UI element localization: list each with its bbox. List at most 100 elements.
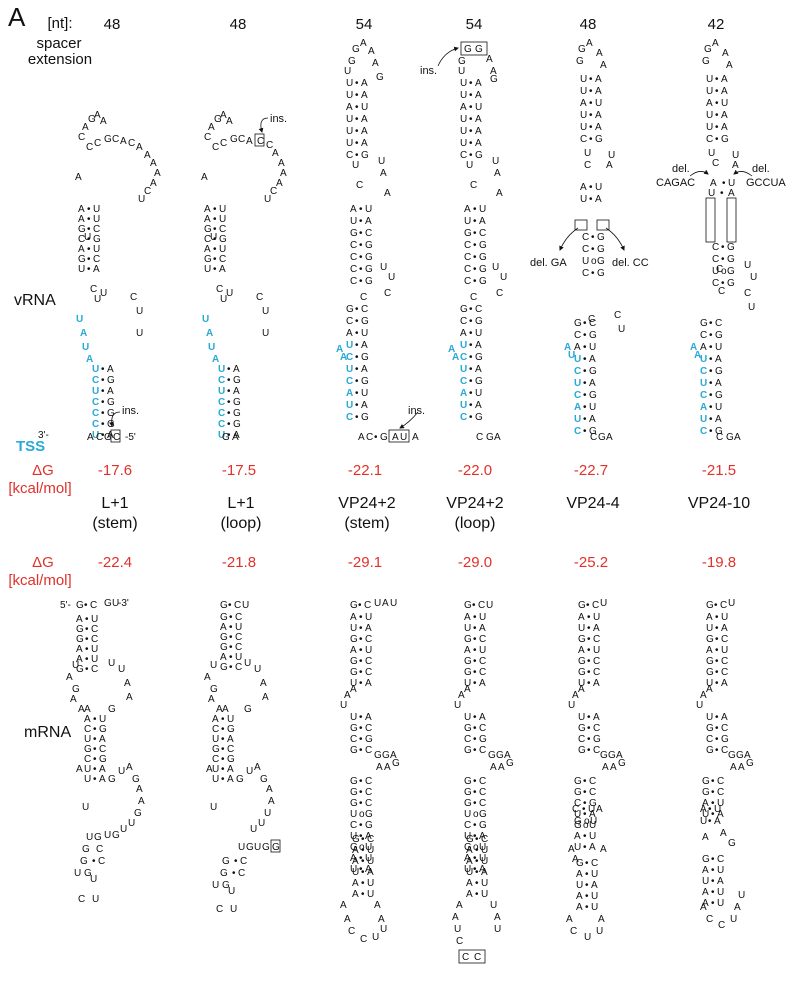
base-pair-left: G xyxy=(464,634,472,645)
base-pair-left: A xyxy=(706,98,713,109)
base-pair-bond: • xyxy=(473,745,477,756)
base-pair-right: U xyxy=(479,204,486,215)
base-pair-bond: • xyxy=(715,723,719,734)
base-pair-left: C xyxy=(574,330,581,341)
svg-text:U: U xyxy=(246,766,253,777)
svg-text:A: A xyxy=(412,432,419,443)
base-pair-right: G xyxy=(589,330,597,341)
base-pair-right: A xyxy=(475,90,482,101)
base-pair-bond: • xyxy=(473,240,477,251)
base-pair-right: C xyxy=(365,667,372,678)
vrna-dg-unit: [kcal/mol] xyxy=(8,480,72,497)
svg-text:A: A xyxy=(720,828,727,839)
base-pair-right: G xyxy=(479,809,487,820)
base-pair-left: G xyxy=(352,834,360,845)
base-pair-right: G xyxy=(479,734,487,745)
base-pair-right: U xyxy=(481,856,488,867)
base-pair-right: C xyxy=(721,656,728,667)
svg-text:ins.: ins. xyxy=(122,405,139,417)
base-pair-bond: • xyxy=(361,834,365,845)
svg-text:G: G xyxy=(608,750,616,761)
base-pair-right: G xyxy=(361,352,369,363)
svg-text:A: A xyxy=(262,692,269,703)
svg-text:A: A xyxy=(75,172,82,183)
base-pair-left: U xyxy=(350,831,357,842)
svg-text:A: A xyxy=(452,352,459,363)
svg-text:G: G xyxy=(728,750,736,761)
base-pair-bond: • xyxy=(583,414,587,425)
base-pair-left: A xyxy=(350,612,357,623)
base-pair-right: U xyxy=(591,891,598,902)
base-pair-right: U xyxy=(361,102,368,113)
base-pair-right: A xyxy=(721,712,728,723)
svg-text:A: A xyxy=(458,690,465,701)
base-pair-bond: • xyxy=(359,264,363,275)
base-pair-left: G xyxy=(350,656,358,667)
base-pair-left: G xyxy=(346,304,354,315)
svg-text:C: C xyxy=(234,600,241,611)
base-pair-left: G xyxy=(350,723,358,734)
svg-text:A: A xyxy=(596,48,603,59)
base-pair-bond: • xyxy=(589,110,593,121)
base-pair-left: G xyxy=(350,798,358,809)
svg-text:A: A xyxy=(490,762,497,773)
base-pair-left: U xyxy=(218,430,225,441)
base-pair-left: G xyxy=(84,744,92,755)
svg-text:C: C xyxy=(716,264,723,275)
base-pair-right: C xyxy=(479,228,486,239)
svg-text:G: G xyxy=(576,56,584,67)
construct-2-sub: (loop) xyxy=(220,515,262,532)
base-pair-left: A xyxy=(346,102,353,113)
base-pair-right: A xyxy=(717,876,724,887)
base-pair-right: U xyxy=(595,98,602,109)
base-pair-right: A xyxy=(107,386,114,397)
svg-text:U: U xyxy=(250,824,257,835)
svg-text:G: G xyxy=(702,56,710,67)
base-pair-left: U xyxy=(350,712,357,723)
svg-text:A: A xyxy=(486,54,493,65)
svg-text:C: C xyxy=(614,310,621,321)
base-pair-left: A xyxy=(578,645,585,656)
base-pair-right: G xyxy=(233,375,241,386)
base-pair-left: U xyxy=(706,712,713,723)
svg-text:-5': -5' xyxy=(125,432,136,443)
svg-text:U: U xyxy=(400,432,407,443)
svg-text:U: U xyxy=(590,816,597,827)
svg-text:U: U xyxy=(700,816,707,827)
svg-text:G: G xyxy=(76,600,84,611)
base-pair-left: U xyxy=(576,880,583,891)
base-pair-bond: • xyxy=(229,662,233,673)
svg-text:C: C xyxy=(216,904,223,915)
base-pair-bond: • xyxy=(721,254,725,265)
svg-text:-3': -3' xyxy=(118,598,129,609)
svg-text:G: G xyxy=(376,72,384,83)
base-pair-right: A xyxy=(479,712,486,723)
base-pair-right: U xyxy=(361,328,368,339)
base-pair-left: A xyxy=(706,612,713,623)
base-pair-left: U xyxy=(700,414,707,425)
svg-text:A: A xyxy=(730,762,737,773)
base-pair-left: C xyxy=(582,244,589,255)
svg-text:C: C xyxy=(588,314,595,325)
svg-text:C: C xyxy=(130,292,137,303)
svg-text:U: U xyxy=(238,842,245,853)
base-pair-right: G xyxy=(365,820,373,831)
svg-text:A: A xyxy=(204,672,211,683)
base-pair-left: G xyxy=(460,304,468,315)
base-pair-left: U xyxy=(574,414,581,425)
base-pair-right: A xyxy=(721,74,728,85)
base-pair-left: C xyxy=(350,252,357,263)
base-pair-right: G xyxy=(233,397,241,408)
svg-text:G: G xyxy=(236,774,244,785)
base-pair-bond: • xyxy=(469,376,473,387)
base-pair-left: C xyxy=(84,754,91,765)
base-pair-bond: • xyxy=(359,645,363,656)
base-pair-left: G xyxy=(578,745,586,756)
svg-text:C: C xyxy=(144,186,151,197)
base-pair-right: U xyxy=(591,869,598,880)
base-pair-right: U xyxy=(475,328,482,339)
svg-text:A: A xyxy=(602,762,609,773)
base-pair-left: C xyxy=(464,240,471,251)
svg-text:C: C xyxy=(592,600,599,611)
